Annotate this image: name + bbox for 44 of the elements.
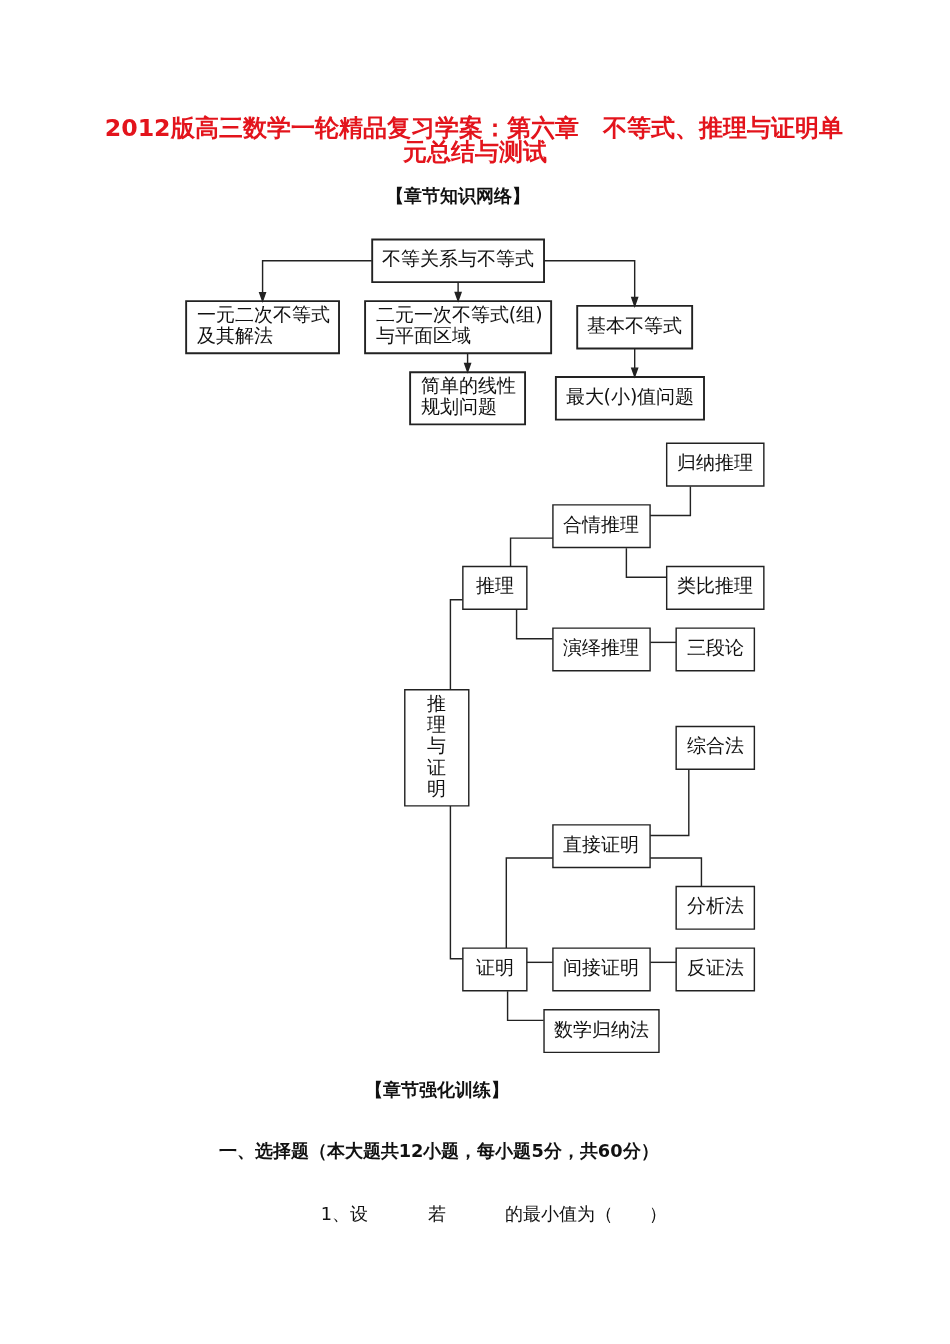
connector	[515, 609, 554, 640]
node-box: 演绎推理	[552, 627, 651, 672]
arrow	[258, 260, 373, 304]
node-box: 不等关系与不等式	[371, 238, 545, 284]
connector	[625, 547, 668, 578]
node-box: 最大(小)值问题	[554, 376, 705, 421]
node-box: 分析法	[675, 885, 756, 930]
node-box: 直接证明	[552, 824, 651, 869]
connector	[649, 485, 692, 517]
node-box: 数学归纳法	[543, 1009, 660, 1054]
connector	[509, 537, 554, 568]
label: 一、选择题（本大题共12小题，每小题5分，共60分）	[218, 1141, 659, 1162]
label: 【章节强化训练】	[365, 1079, 510, 1100]
label: 1、设	[320, 1204, 369, 1225]
node-box: 简单的线性规划问题	[409, 371, 527, 426]
connector	[649, 768, 690, 837]
connector	[505, 857, 554, 949]
label: 【章节知识网络】	[386, 186, 531, 207]
node-box: 合情推理	[552, 504, 651, 549]
connector	[649, 857, 703, 888]
connector	[449, 599, 464, 691]
connector	[649, 961, 677, 964]
connector	[449, 805, 464, 960]
node-box: 推理	[462, 565, 528, 610]
node-box: 基本不等式	[576, 304, 694, 350]
diagram-title: 2012版高三数学一轮精品复习学案：第六章 不等式、推理与证明单元总结与测试	[104, 114, 843, 167]
node-box: 归纳推理	[665, 442, 765, 487]
node-box: 一元二次不等式及其解法	[185, 300, 340, 355]
node-box: 类比推理	[665, 565, 765, 610]
node-box: 二元一次不等式(组)与平面区域	[364, 300, 553, 355]
arrow	[543, 260, 639, 308]
arrow	[630, 347, 639, 379]
connector	[649, 641, 677, 644]
node-box: 反证法	[675, 947, 756, 992]
node-box: 推理与证明	[404, 689, 470, 807]
arrow	[454, 281, 463, 303]
node-box: 证明	[462, 947, 528, 992]
label: 若	[427, 1204, 446, 1225]
label: 的最小值为（ ）	[505, 1204, 668, 1225]
node-box: 综合法	[675, 725, 756, 770]
connector	[506, 990, 545, 1022]
node-box: 间接证明	[552, 947, 651, 992]
connector	[526, 961, 554, 964]
node-box: 三段论	[675, 627, 756, 672]
